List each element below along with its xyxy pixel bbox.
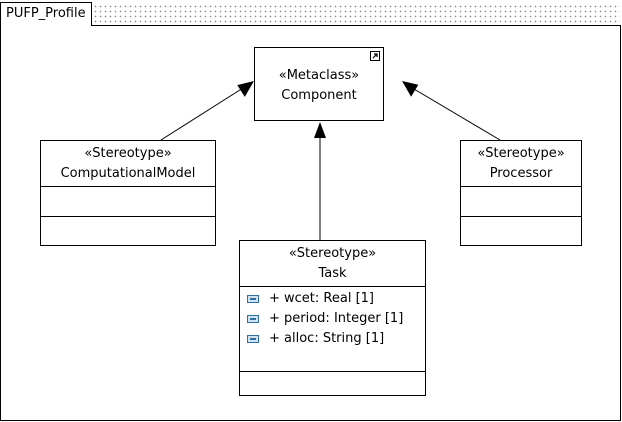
attribute-row-wcet[interactable]: + wcet: Real [1] xyxy=(240,289,425,309)
class-name: Task xyxy=(318,266,347,281)
extension-line-computational-model xyxy=(160,87,244,141)
attribute-compartment xyxy=(41,187,215,217)
operation-compartment xyxy=(41,217,215,245)
package-grid-strip xyxy=(92,3,620,25)
attribute-icon xyxy=(247,315,259,323)
extension-arrowhead-processor xyxy=(402,81,419,97)
extension-arrowhead-task xyxy=(314,122,326,138)
class-header: «Stereotype» Task xyxy=(240,241,425,287)
class-name: Processor xyxy=(489,166,553,181)
operation-compartment xyxy=(461,217,581,245)
package-name: PUFP_Profile xyxy=(6,6,86,21)
attribute-text: + period: Integer [1] xyxy=(269,311,404,326)
link-corner-icon xyxy=(370,51,380,61)
attribute-row-period[interactable]: + period: Integer [1] xyxy=(240,309,425,329)
attribute-compartment xyxy=(461,187,581,217)
stereotype-keyword: «Stereotype» xyxy=(477,146,565,161)
attribute-compartment: + wcet: Real [1] + period: Integer [1] +… xyxy=(240,287,425,372)
stereotype-processor[interactable]: «Stereotype» Processor xyxy=(460,140,582,246)
attribute-icon xyxy=(247,295,259,303)
operation-compartment xyxy=(240,372,425,395)
extension-line-processor xyxy=(413,88,501,141)
stereotype-keyword: «Stereotype» xyxy=(288,246,377,261)
metaclass-component[interactable]: «Metaclass» Component xyxy=(254,47,384,121)
class-header: «Stereotype» Processor xyxy=(461,141,581,187)
metaclass-keyword: «Metaclass» xyxy=(278,68,360,83)
attribute-row-alloc[interactable]: + alloc: String [1] xyxy=(240,329,425,349)
stereotype-keyword: «Stereotype» xyxy=(84,146,172,161)
attribute-text: + wcet: Real [1] xyxy=(269,291,374,306)
stereotype-computational-model[interactable]: «Stereotype» ComputationalModel xyxy=(40,140,216,246)
metaclass-name: Component xyxy=(281,88,357,103)
attribute-text: + alloc: String [1] xyxy=(269,331,385,346)
package-frame[interactable] xyxy=(0,25,621,421)
stereotype-task[interactable]: «Stereotype» Task + wcet: Real [1] + per… xyxy=(239,240,426,396)
attribute-icon xyxy=(247,335,259,343)
class-header: «Stereotype» ComputationalModel xyxy=(41,141,215,187)
class-name: ComputationalModel xyxy=(60,166,196,181)
package-tab[interactable]: PUFP_Profile xyxy=(0,2,92,26)
extension-arrowhead-computational-model xyxy=(237,81,254,97)
